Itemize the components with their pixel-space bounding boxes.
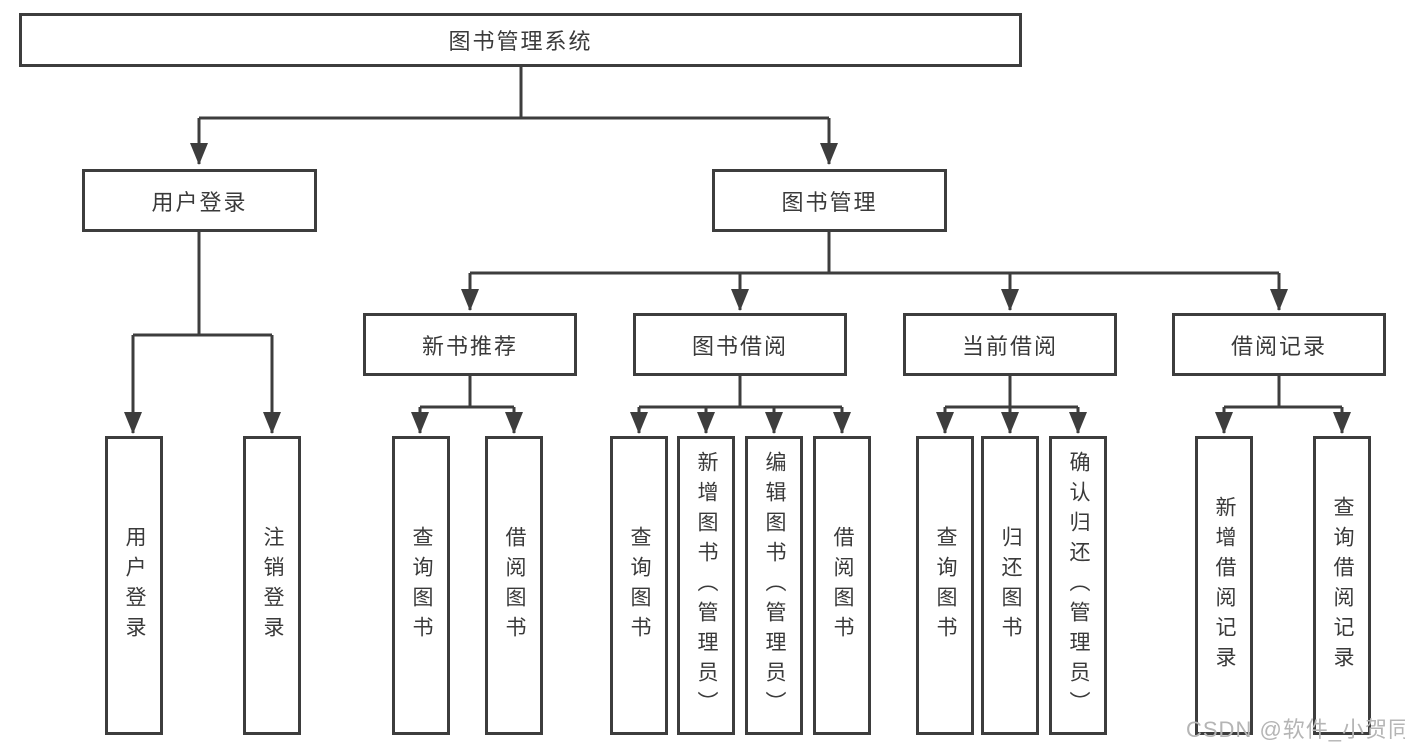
leaf-logout: 注销登录 [243,436,301,735]
node-library-management-system: 图书管理系统 [19,13,1022,67]
leaf-query-books-current: 查询图书 [916,436,974,735]
node-label: 用户登录 [123,525,146,646]
leaf-query-borrow-record: 查询借阅记录 [1313,436,1371,735]
leaf-add-book-admin: 新增图书（管理员） [677,436,735,735]
connector-borrowing-records-branch [1215,376,1351,434]
node-label: 归还图书 [999,525,1022,646]
node-book-management: 图书管理 [712,169,947,232]
connector-root-branch [190,67,838,165]
node-label: 确认归还（管理员） [1067,450,1090,721]
node-label: 新书推荐 [421,333,518,359]
node-label: 借阅图书 [503,525,526,646]
connector-user-login-branch [124,232,281,434]
node-label: 注销登录 [261,525,284,646]
leaf-query-books-recommend: 查询图书 [392,436,450,735]
connector-current-borrowing-branch [936,376,1087,434]
node-label: 借阅图书 [831,525,854,646]
node-label: 图书管理系统 [448,29,593,54]
node-label: 查询借阅记录 [1331,495,1354,676]
connector-book-management-branch [461,232,1288,311]
node-current-borrowing: 当前借阅 [903,313,1117,376]
leaf-add-borrow-record: 新增借阅记录 [1195,436,1253,735]
node-label: 图书管理 [781,189,878,215]
node-borrowing-records: 借阅记录 [1172,313,1386,376]
leaf-user-login: 用户登录 [105,436,163,735]
node-label: 图书借阅 [691,333,788,359]
leaf-confirm-return-admin: 确认归还（管理员） [1049,436,1107,735]
node-new-book-recommend: 新书推荐 [363,313,577,376]
node-label: 用户登录 [151,189,248,215]
node-label: 借阅记录 [1230,333,1327,359]
node-label: 新增借阅记录 [1213,495,1236,676]
node-label: 编辑图书（管理员） [763,450,786,721]
connector-new-book-recommend-branch [411,376,523,434]
node-user-login: 用户登录 [82,169,317,232]
leaf-borrow-books-borrowing: 借阅图书 [813,436,871,735]
node-label: 当前借阅 [961,333,1058,359]
node-book-borrowing: 图书借阅 [633,313,847,376]
node-label: 查询图书 [628,525,651,646]
leaf-borrow-books-recommend: 借阅图书 [485,436,543,735]
leaf-query-books-borrowing: 查询图书 [610,436,668,735]
node-label: 查询图书 [934,525,957,646]
leaf-return-books: 归还图书 [981,436,1039,735]
node-label: 查询图书 [410,525,433,646]
csdn-watermark: CSDN @软件_小贺同学 [1186,717,1405,742]
node-label: 新增图书（管理员） [695,450,718,721]
connector-book-borrowing-branch [630,376,851,434]
leaf-edit-book-admin: 编辑图书（管理员） [745,436,803,735]
